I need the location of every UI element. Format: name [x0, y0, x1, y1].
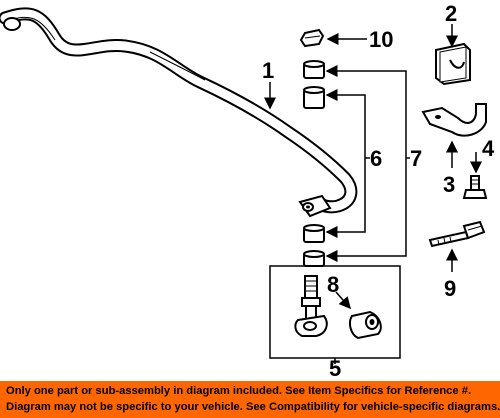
svg-text:4: 4	[482, 136, 495, 161]
bushing-upper-2	[303, 86, 325, 109]
callout-6-7-leaders	[325, 65, 410, 262]
svg-text:3: 3	[443, 172, 455, 197]
nut-part	[299, 28, 325, 48]
svg-text:7: 7	[410, 146, 422, 171]
callout-8: 8	[327, 272, 351, 310]
bracket-3-part	[421, 103, 487, 137]
bushing-lower-2	[303, 250, 325, 267]
callout-6: 6	[370, 146, 382, 171]
callout-10: 10	[326, 27, 393, 52]
bushing-upper-1	[303, 60, 325, 79]
link-assembly-box	[269, 265, 401, 364]
svg-text:1: 1	[262, 58, 274, 83]
disclaimer-line-1: Only one part or sub-assembly in diagram…	[6, 385, 472, 397]
callout-7: 7	[410, 146, 422, 171]
stabilizer-bar-part	[0, 7, 358, 218]
svg-text:10: 10	[369, 27, 393, 52]
callout-5: 5	[329, 356, 341, 380]
callout-1: 1	[262, 58, 276, 110]
callout-4: 4	[470, 136, 495, 174]
bushing-2-part	[435, 42, 471, 86]
svg-text:2: 2	[445, 1, 457, 26]
bushing-8-part	[349, 310, 382, 340]
bushing-stack	[303, 60, 325, 267]
callout-2: 2	[445, 1, 458, 48]
svg-text:9: 9	[444, 276, 456, 301]
link-5-part	[294, 275, 328, 337]
disclaimer-banner: Only one part or sub-assembly in diagram…	[0, 381, 500, 418]
bushing-lower-1	[303, 224, 325, 243]
bolt-4-part	[462, 175, 488, 199]
bolt-9-part	[428, 220, 486, 248]
svg-text:5: 5	[329, 356, 341, 380]
callout-9: 9	[444, 248, 458, 301]
parts-diagram: 1 10	[0, 1, 495, 380]
disclaimer-line-2: Diagram may not be specific to your vehi…	[6, 401, 500, 413]
svg-text:6: 6	[370, 146, 382, 171]
callout-3: 3	[443, 140, 458, 197]
svg-text:8: 8	[327, 272, 339, 297]
